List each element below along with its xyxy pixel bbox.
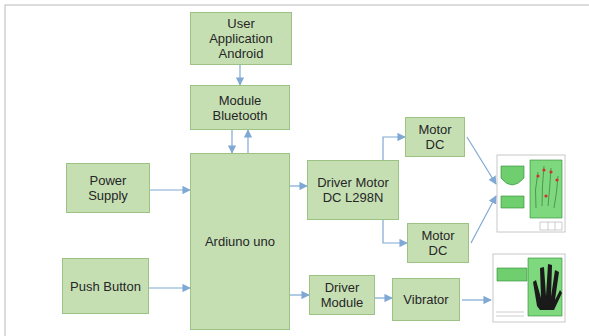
connector-arrow	[239, 65, 240, 85]
glove-vibrator-figure	[493, 254, 565, 322]
node-label: Power Supply	[72, 173, 144, 203]
node-label: Motor DC	[411, 122, 459, 152]
connector-arrow	[149, 287, 190, 288]
outer-frame	[5, 5, 589, 336]
connector-arrow	[290, 294, 309, 295]
module-box: Module Bluetooth	[190, 85, 290, 130]
driver-box: Driver Motor DC L298N	[307, 160, 399, 220]
figure-arrow	[467, 137, 496, 184]
node-label: Ardiuno uno	[205, 234, 275, 249]
node-label: Module Bluetooth	[196, 93, 284, 123]
controller-box: Ardiuno uno	[190, 153, 290, 330]
connector-arrow	[231, 130, 232, 153]
vibrator-box: Vibrator	[392, 278, 460, 321]
glove-motor-figure	[497, 155, 565, 232]
motor-box: Motor DC	[405, 117, 465, 157]
node-label: Driver Motor DC L298N	[313, 175, 393, 205]
connector-arrow	[383, 220, 407, 243]
driver-box: Driver Module	[309, 275, 375, 315]
node-label: Push Button	[70, 279, 141, 294]
figure-arrow	[471, 196, 496, 243]
node-label: Motor DC	[413, 228, 463, 258]
connector-arrow	[247, 130, 248, 153]
motor-box: Motor DC	[407, 223, 469, 263]
connector-arrow	[290, 185, 307, 186]
connector-arrow	[375, 297, 392, 298]
node-label: Driver Module	[315, 280, 369, 310]
node-label: Vibrator	[403, 292, 448, 307]
power-box: Power Supply	[66, 163, 150, 213]
figure-arrow	[462, 299, 491, 300]
app-box: User Application Android	[190, 12, 292, 65]
connector-arrow	[150, 189, 190, 190]
node-label: User Application Android	[196, 16, 286, 61]
connector-arrow	[383, 137, 405, 160]
button-box: Push Button	[62, 258, 149, 314]
